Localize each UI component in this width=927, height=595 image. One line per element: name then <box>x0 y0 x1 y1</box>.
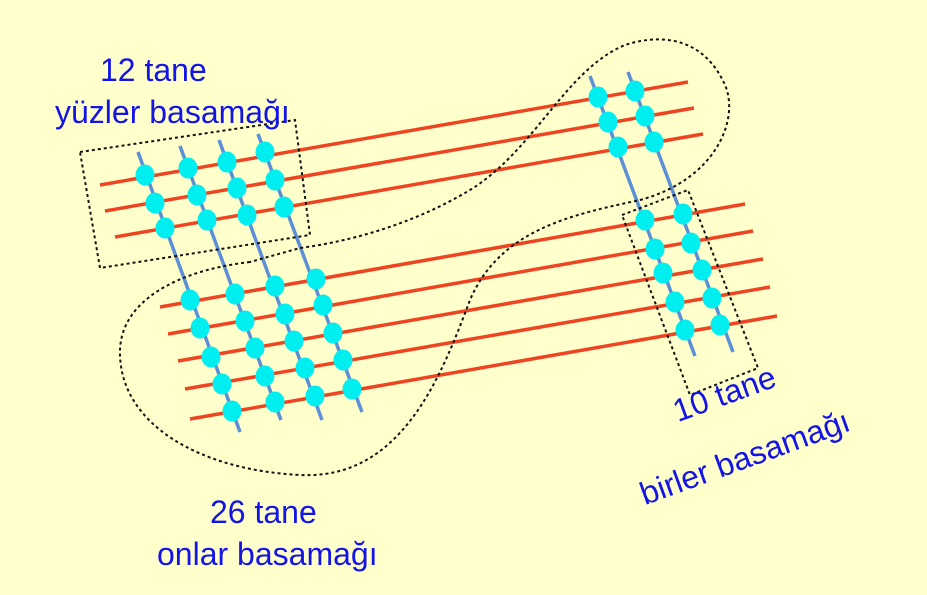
bead <box>155 217 175 239</box>
bead <box>665 291 685 313</box>
tens-name-label: onlar basamağı <box>157 536 378 572</box>
bead <box>265 391 285 413</box>
bead <box>145 192 165 214</box>
bead <box>313 294 333 316</box>
bead <box>265 275 285 297</box>
bead <box>178 157 198 179</box>
hundreds-beads <box>135 141 294 239</box>
hundreds-outline <box>78 118 312 270</box>
bead <box>692 259 712 281</box>
bead <box>237 204 257 226</box>
wires <box>99 80 778 421</box>
bead <box>222 400 242 422</box>
bead <box>588 86 608 108</box>
bead <box>305 385 325 407</box>
bead <box>201 346 221 368</box>
tens-count-label: 26 tane <box>210 494 317 530</box>
bead <box>608 136 628 158</box>
tens-outline <box>118 38 731 477</box>
bead <box>255 141 275 163</box>
bead <box>625 80 645 102</box>
bead <box>225 283 245 305</box>
bead <box>135 164 155 186</box>
bead <box>217 151 237 173</box>
bead <box>180 289 200 311</box>
bead <box>710 314 730 336</box>
bead <box>675 319 695 341</box>
bead <box>333 349 353 371</box>
bead <box>295 357 315 379</box>
bead <box>190 317 210 339</box>
bead <box>274 196 294 218</box>
units-beads <box>635 203 730 341</box>
bead <box>645 238 665 260</box>
bead <box>644 131 664 153</box>
bead <box>635 105 655 127</box>
bead <box>342 378 362 400</box>
bead <box>598 111 618 133</box>
bead <box>197 209 217 231</box>
bead <box>227 177 247 199</box>
bead <box>284 330 304 352</box>
hundreds-name-label: yüzler basamağı <box>55 94 290 130</box>
bead <box>653 262 673 284</box>
bead <box>275 303 295 325</box>
bead <box>255 365 275 387</box>
bead <box>635 209 655 231</box>
bead <box>306 268 326 290</box>
hundreds-count-label: 12 tane <box>100 52 207 88</box>
bead <box>323 322 343 344</box>
bead <box>187 184 207 206</box>
bead <box>212 373 232 395</box>
bead <box>673 203 693 225</box>
tens-beads <box>180 80 664 422</box>
bead <box>245 337 265 359</box>
bead <box>235 310 255 332</box>
bead <box>265 169 285 191</box>
bead <box>702 287 722 309</box>
bead <box>681 232 701 254</box>
